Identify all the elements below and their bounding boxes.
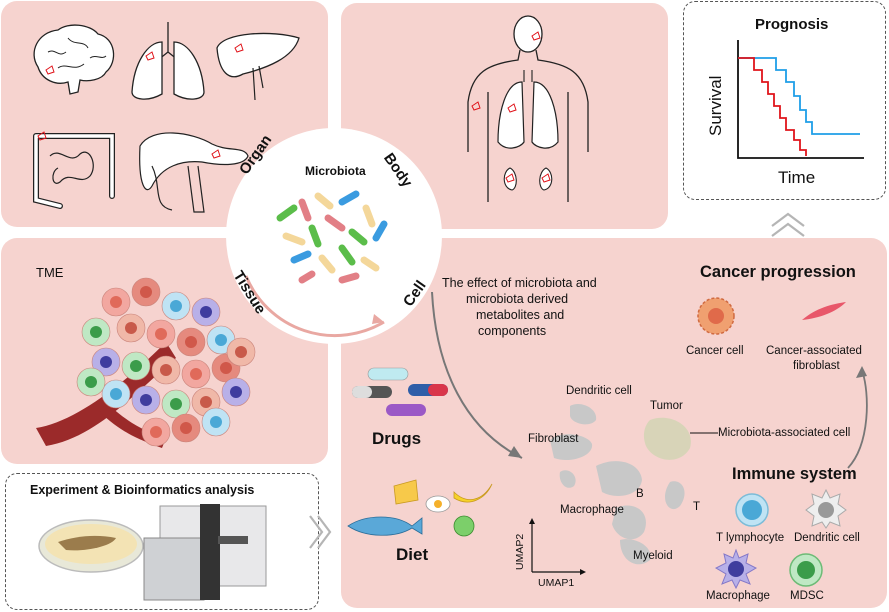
human-body-icon	[467, 15, 589, 202]
progression-arrow	[847, 366, 868, 469]
macrophage-label: Macrophage	[706, 590, 770, 602]
liver-icon	[216, 32, 300, 101]
brain-icon	[33, 24, 115, 95]
cancer-cell-icon	[697, 297, 735, 335]
prognosis-box	[683, 1, 886, 200]
drugs-label: Drugs	[372, 429, 422, 448]
survival-axis-label: Survival	[706, 75, 725, 136]
lungs-icon	[131, 22, 205, 100]
flow-arrow	[431, 291, 523, 459]
cancer-cell-label: Cancer cell	[686, 345, 744, 357]
t-lymphocyte-label: T lymphocyte	[716, 532, 785, 544]
cluster-label-microbiota: Microbiota-associated cell	[718, 427, 851, 439]
tme-label: TME	[36, 265, 64, 280]
bacteria-cluster	[276, 190, 388, 284]
survival-chart	[737, 40, 864, 159]
prognosis-title: Prognosis	[755, 16, 829, 33]
dendritic-cell-icon	[805, 488, 847, 529]
cancer-progression-title: Cancer progression	[700, 263, 856, 281]
t-lymphocyte-icon	[735, 493, 769, 527]
microbiota-title: Microbiota	[305, 164, 366, 178]
cluster-label-tumor: Tumor	[650, 400, 683, 412]
cluster-label-fibroblast: Fibroblast	[528, 433, 579, 445]
food-icons	[347, 479, 493, 537]
dendritic-cell-label: Dendritic cell	[794, 532, 860, 544]
mdsc-icon	[789, 553, 823, 587]
petri-dish-icon	[38, 519, 144, 573]
experiment-title: Experiment & Bioinformatics analysis	[30, 483, 255, 497]
intestine-icon	[33, 131, 115, 209]
cluster-label-b: B	[636, 488, 644, 500]
caf-label-line-1: Cancer-associated	[766, 345, 862, 357]
microbiota-ring	[226, 128, 442, 344]
sequencer-icon	[143, 504, 267, 601]
diet-label: Diet	[396, 545, 429, 564]
microbiota-leader-line	[690, 432, 718, 434]
cluster-label-dendritic: Dendritic cell	[566, 385, 632, 397]
effect-text-line-4: components	[478, 324, 547, 338]
effect-text-line-3: metabolites and	[476, 308, 565, 322]
macrophage-icon	[714, 548, 758, 590]
caf-label-line-2: fibroblast	[793, 360, 840, 372]
cluster-label-macrophage: Macrophage	[560, 504, 624, 516]
immune-system-title: Immune system	[732, 465, 857, 483]
umap2-label: UMAP2	[514, 533, 526, 570]
pills-icon	[352, 367, 448, 416]
right-chevron-icon	[309, 515, 332, 549]
umap-plot	[529, 403, 691, 575]
time-axis-label: Time	[778, 168, 816, 187]
pancreas-icon	[139, 132, 249, 213]
cluster-label-myeloid: Myeloid	[633, 550, 673, 562]
tumor-microenvironment-illustration	[36, 277, 256, 448]
mdsc-label: MDSC	[790, 590, 824, 602]
fibroblast-icon	[802, 302, 846, 320]
up-chevron-icon	[771, 212, 805, 237]
effect-text-line-2: microbiota derived	[466, 292, 569, 306]
effect-text-line-1: The effect of microbiota and	[442, 276, 597, 290]
umap1-label: UMAP1	[538, 577, 575, 589]
cluster-label-t: T	[693, 501, 701, 513]
